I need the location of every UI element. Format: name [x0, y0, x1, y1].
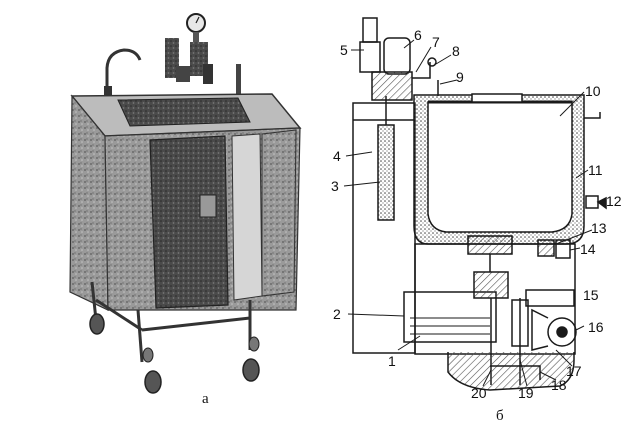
- door-handle-icon: [199, 194, 217, 218]
- tilt-mechanism: [525, 289, 575, 307]
- callout-17: 17: [566, 363, 582, 379]
- callout-10: 10: [585, 83, 601, 99]
- tilt-gear-wheel-icon: [531, 308, 577, 351]
- panel-b-drawing: [352, 17, 607, 391]
- callout-13: 13: [591, 220, 607, 236]
- panel-a-photo: а: [69, 13, 302, 407]
- cooking-pot: [427, 101, 573, 233]
- drain-tap-icon: [585, 195, 599, 209]
- water-faucet-icon: [104, 48, 142, 96]
- callout-7: 7: [432, 34, 440, 50]
- callout-20: 20: [471, 385, 487, 401]
- sensor-box-icon: [555, 239, 571, 259]
- callout-5: 5: [340, 42, 348, 58]
- steam-fittings-icon: [165, 38, 213, 84]
- callout-18: 18: [551, 377, 567, 393]
- callout-6: 6: [414, 27, 422, 43]
- kettle-door: [149, 135, 229, 309]
- panel-a-caption: а: [202, 391, 209, 407]
- callout-16: 16: [588, 319, 604, 335]
- drain-valve-body: [473, 271, 509, 299]
- callout-2: 2: [333, 306, 341, 322]
- callout-9: 9: [456, 69, 464, 85]
- heating-element-housing: [403, 291, 497, 343]
- kettle-lid: [117, 97, 251, 127]
- callout-14: 14: [580, 241, 596, 257]
- side-panel: [231, 133, 263, 301]
- callout-leaders: [343, 39, 605, 387]
- valve-stem-icon: [236, 64, 241, 96]
- lower-cabinet: [414, 243, 576, 355]
- callout-12: 12: [606, 193, 622, 209]
- callout-11: 11: [588, 162, 603, 178]
- callout-15: 15: [583, 287, 599, 303]
- base-support: [447, 352, 575, 391]
- callout-1: 1: [388, 353, 396, 369]
- callout-labels: 1 2 3 4 5 6 7 8 9 10 11 12 13 14 15 16 1…: [331, 27, 622, 401]
- valve-knob-icon: [427, 57, 437, 67]
- panel-b-caption: б: [496, 408, 504, 424]
- callout-3: 3: [331, 178, 339, 194]
- caster-wheel-icon: [89, 313, 260, 394]
- callout-4: 4: [333, 148, 341, 164]
- callout-8: 8: [452, 43, 460, 59]
- pressure-gauge-icon: [186, 13, 206, 44]
- level-valve-icon: [537, 239, 555, 257]
- safety-valve-icon: [362, 17, 378, 43]
- pressure-regulator-icon: [383, 37, 411, 75]
- steam-generator-pipe: [377, 124, 395, 221]
- callout-19: 19: [518, 385, 534, 401]
